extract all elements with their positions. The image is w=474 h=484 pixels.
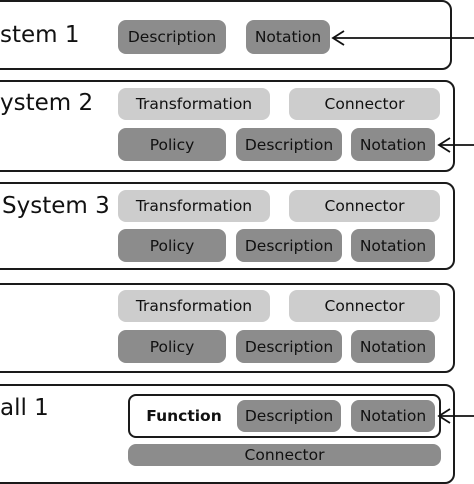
system-1-notation-chip: Notation [246, 20, 330, 54]
system-2-notation-chip: Notation [351, 128, 435, 161]
small-1-notation-chip: Notation [351, 400, 435, 432]
small-1-connector-chip: Connector [128, 444, 441, 466]
small-1-description-chip: Description [237, 400, 341, 432]
system-4-connector-chip: Connector [289, 290, 440, 322]
system-4-transformation-chip: Transformation [118, 290, 270, 322]
system-3-notation-chip: Notation [351, 229, 435, 262]
system-4-policy-chip: Policy [118, 330, 226, 363]
system-3-description-chip: Description [236, 229, 342, 262]
system-4-notation-chip: Notation [351, 330, 435, 363]
system-1-title: stem 1 [0, 22, 80, 48]
system-3-title: System 3 [2, 193, 110, 219]
function-label: Function [146, 407, 222, 425]
system-4-description-chip: Description [236, 330, 342, 363]
small-1-title: all 1 [0, 395, 49, 421]
system-1-description-chip: Description [118, 20, 226, 54]
system-2-policy-chip: Policy [118, 128, 226, 161]
system-2-connector-chip: Connector [289, 88, 440, 120]
system-2-transformation-chip: Transformation [118, 88, 270, 120]
system-1-panel [0, 0, 452, 70]
system-2-title: ystem 2 [0, 90, 94, 116]
system-2-description-chip: Description [236, 128, 342, 161]
system-3-policy-chip: Policy [118, 229, 226, 262]
system-3-connector-chip: Connector [289, 190, 440, 222]
system-3-transformation-chip: Transformation [118, 190, 270, 222]
